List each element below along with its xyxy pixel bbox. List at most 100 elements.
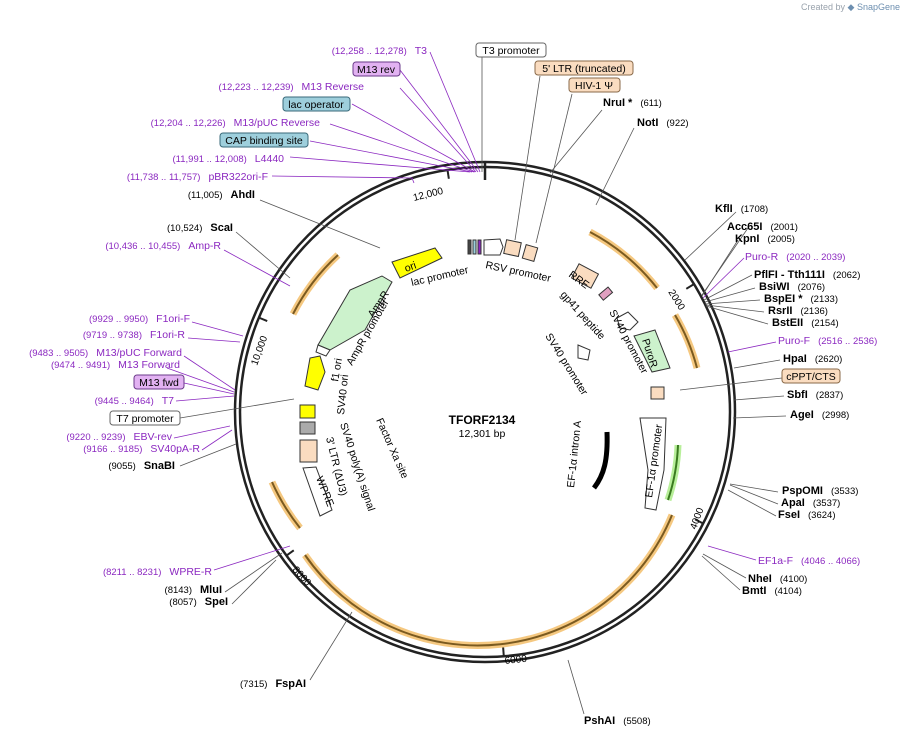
- enzyme-acc65i: Acc65I(2001): [727, 221, 798, 233]
- ef1a-promoter-feature: [639, 417, 667, 511]
- enzyme-pspomi: PspOMI(3533): [782, 485, 858, 497]
- box-m13-rev-text: M13 rev: [357, 64, 396, 76]
- lac-mark-2: [472, 239, 477, 255]
- box-t7-promoter: [109, 410, 181, 426]
- primer-pbr322ori-f: (11,738 .. 11,757)pBR322ori-F: [127, 171, 268, 183]
- box-hiv-psi: [568, 77, 621, 93]
- primer-sv40pa-r: (9166 .. 9185)SV40pA-R: [83, 443, 200, 455]
- tick-label-4000: 4000: [688, 506, 706, 531]
- gp41-feature: [598, 286, 614, 301]
- orf-arc-5: [289, 252, 341, 316]
- enzyme-bsiwi: BsiWI(2076): [759, 281, 825, 293]
- primer-wpre-r: (8211 .. 8231)WPRE-R: [103, 566, 212, 578]
- enzyme-nhei: NheI(4100): [748, 573, 807, 585]
- box-cap-site: [219, 132, 309, 148]
- plasmid-size: 12,301 bp: [459, 428, 506, 440]
- primer-amp-r: (10,436 .. 10,455)Amp-R: [105, 240, 221, 252]
- enzyme-bsteii: BstEII(2154): [772, 317, 839, 329]
- inner-label-factor-xa: Factor Xa site: [373, 416, 410, 480]
- box-t3-promoter-text: T3 promoter: [482, 45, 540, 57]
- ltr3-feature: [299, 439, 318, 463]
- tick-label-12000: 12,000: [412, 186, 445, 204]
- box-cppt-text: cPPT/CTS: [786, 371, 836, 383]
- primer-m13-reverse: (12,223 .. 12,239)M13 Reverse: [219, 81, 365, 93]
- enzyme-fspai: (7315)FspAI: [240, 678, 306, 690]
- enzyme-labels: NruI *(611) NotI(922) KflI(1708) Acc65I(…: [108, 97, 860, 727]
- tick-label-8000: 8000: [290, 565, 313, 589]
- f1-ori-feature: [304, 355, 326, 391]
- sv40-ori-feature: [299, 404, 316, 419]
- enzyme-fsei: FseI(3624): [778, 509, 835, 521]
- tick-mark: [694, 518, 704, 525]
- box-cppt: [781, 368, 841, 384]
- enzyme-ahdi: (11,005)AhdI: [188, 189, 255, 201]
- inner-label-sv40-promoter-2: SV40 promoter: [542, 331, 590, 398]
- tick-label-2000: 2000: [665, 288, 686, 313]
- primer-f1ori-f: (9929 .. 9950)F1ori-F: [89, 313, 190, 325]
- enzyme-apai: ApaI(3537): [781, 497, 840, 509]
- tick-label-10000: 10,000: [249, 334, 270, 367]
- box-lac-operator-text: lac operator: [288, 99, 344, 111]
- box-lac-operator: [282, 96, 351, 112]
- orf-arc-1: [588, 228, 660, 291]
- credit-brand: SnapGene: [856, 2, 900, 12]
- enzyme-mlui: (8143)MluI: [165, 584, 222, 596]
- inner-label-sv40-ori: SV40 ori: [335, 374, 351, 415]
- primer-m13-puc-reverse: (12,204 .. 12,226)M13/pUC Reverse: [151, 117, 321, 129]
- inner-label-rsv-promoter: RSV promoter: [484, 259, 552, 285]
- orf-arcs: [268, 228, 701, 649]
- rre-feature: [570, 263, 600, 289]
- inner-label-ori: ori: [403, 260, 418, 275]
- enzyme-bmti: BmtI(4104): [742, 585, 802, 597]
- features: [299, 238, 671, 517]
- tick-label-6000: 6000: [504, 654, 528, 667]
- enzyme-rsrii: RsrII(2136): [768, 305, 828, 317]
- primer-labels: Puro-R(2020 .. 2039) Puro-F(2516 .. 2536…: [29, 45, 877, 578]
- ori-feature: [391, 247, 443, 279]
- box-5ltr: [534, 60, 634, 76]
- inner-label-f1-ori: f1 ori: [329, 357, 345, 382]
- box-5ltr-text: 5' LTR (truncated): [542, 63, 626, 75]
- ef1a-intron-feature: [591, 431, 610, 490]
- lac-mark-3: [477, 239, 482, 255]
- connector-lines: [166, 51, 787, 715]
- box-hiv-psi-text: HIV-1 Ψ: [575, 80, 613, 92]
- tick-mark: [685, 283, 695, 290]
- box-m13-fwd-text: M13 fwd: [139, 377, 179, 389]
- primer-t3: (12,258 .. 12,278)T3: [332, 45, 427, 57]
- snapgene-credit: Created by ◆ SnapGene: [801, 2, 900, 13]
- primer-ebv-rev: (9220 .. 9239)EBV-rev: [66, 431, 172, 443]
- inner-label-gp41: gp41 peptide: [558, 289, 608, 342]
- box-t7-promoter-text: T7 promoter: [116, 413, 174, 425]
- enzyme-kpni: KpnI(2005): [735, 233, 795, 245]
- box-m13-fwd: [133, 374, 185, 390]
- enzyme-scai: (10,524)ScaI: [167, 222, 233, 234]
- enzyme-kfli: KflI(1708): [715, 203, 768, 215]
- primer-l4440: (11,991 .. 12,008)L4440: [173, 153, 285, 165]
- inner-label-ef1a-intron: EF-1α intron A: [565, 420, 584, 488]
- enzyme-nrui: NruI *(611): [603, 97, 662, 109]
- boxed-labels: T3 promoter 5' LTR (truncated) HIV-1 Ψ c…: [109, 42, 841, 426]
- ampr-promoter-feature: [315, 344, 331, 357]
- primer-t7: (9445 .. 9464)T7: [95, 395, 175, 407]
- cppt-feature: [650, 386, 665, 400]
- tick-mark: [446, 169, 450, 179]
- lac-promoter-feature: [483, 238, 504, 256]
- lac-mark-1: [467, 239, 472, 255]
- tick-mark: [502, 647, 505, 657]
- orf-arc-2: [671, 313, 701, 369]
- enzyme-agei: AgeI(2998): [790, 409, 849, 421]
- box-t3-promoter: [475, 42, 547, 58]
- hiv-psi-feature: [521, 243, 539, 263]
- enzyme-noti: NotI(922): [637, 117, 689, 129]
- box-cap-site-text: CAP binding site: [225, 135, 303, 147]
- primer-puro-r: Puro-R(2020 .. 2039): [745, 251, 845, 263]
- primer-m13-puc-forward: (9483 .. 9505)M13/pUC Forward: [29, 347, 182, 359]
- enzyme-pshai: PshAI(5508): [584, 715, 651, 727]
- sv40-promoter-2-feature: [577, 344, 591, 361]
- puror-feature: [633, 329, 671, 373]
- tick-mark: [285, 549, 295, 557]
- wpre-feature: [302, 466, 333, 517]
- enzyme-pflfi-tth111i: PflFI - Tth111I(2062): [754, 269, 860, 281]
